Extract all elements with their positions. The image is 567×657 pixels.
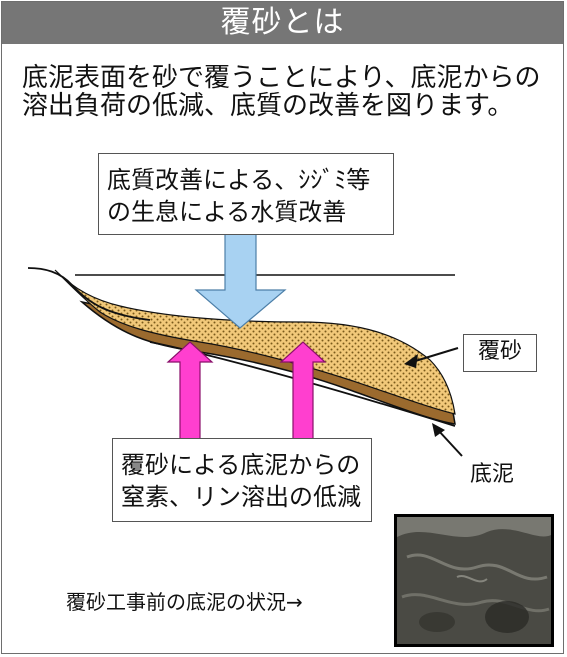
- water-quality-down-arrow: [194, 231, 287, 329]
- release-up-arrow-right: [279, 341, 327, 441]
- sand-cover-layer: [54, 269, 456, 415]
- callout-water-quality: 底質改善による、ｼｼﾞﾐ等の生息による水質改善: [98, 153, 394, 235]
- sand-pointer-arrowhead: [404, 354, 418, 368]
- intro-text: 底泥表面を砂で覆うことにより、底泥からの溶出負荷の低減、底質の改善を図ります。: [22, 63, 541, 121]
- release-up-arrow-left: [166, 341, 214, 441]
- bed-outline: [149, 341, 456, 427]
- label-sand-cover: 覆砂: [463, 334, 537, 372]
- sediment-photo: [394, 514, 554, 647]
- callout-release-reduction: 覆砂による底泥からの窒素、リン溶出の低減: [112, 438, 372, 522]
- sediment-pointer-arrowhead: [432, 423, 445, 437]
- label-sediment: 底泥: [470, 462, 515, 487]
- title-bar: 覆砂とは: [2, 2, 563, 44]
- bank-outline: [27, 267, 151, 321]
- photo-caption: 覆砂工事前の底泥の状況→: [66, 590, 303, 614]
- sediment-pointer-line: [437, 429, 463, 457]
- sediment-photo-texture: [397, 517, 551, 644]
- sand-pointer-line: [411, 347, 459, 363]
